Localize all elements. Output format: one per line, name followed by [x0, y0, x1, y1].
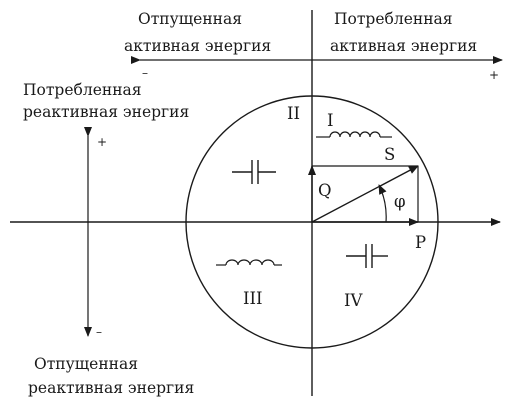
phi-angle-arc: [378, 184, 387, 223]
released-reactive-label-line1: Отпущенная: [34, 355, 138, 373]
p-label: P: [415, 233, 426, 252]
reactive-minus-sign: –: [96, 325, 102, 339]
capacitor-icon-q4: [346, 244, 388, 268]
s-vector: [311, 165, 419, 223]
q-label: Q: [318, 181, 332, 200]
consumed-reactive-label-line1: Потребленная: [23, 81, 142, 99]
quadrant-4-label: IV: [344, 291, 364, 310]
power-circle: [185, 95, 439, 349]
active-plus-sign: +: [489, 68, 499, 82]
quadrant-2-label: II: [287, 104, 300, 123]
consumed-active-label-line2: активная энергия: [330, 37, 477, 55]
capacitor-icon-q2: [232, 160, 276, 184]
quadrant-1-label: I: [327, 111, 334, 130]
released-active-label-line1: Отпущенная: [138, 10, 242, 28]
released-active-label-line2: активная энергия: [124, 37, 271, 55]
s-label: S: [384, 145, 395, 164]
consumed-reactive-label-line2: реактивная энергия: [23, 103, 189, 121]
reactive-plus-sign: +: [97, 135, 107, 149]
inductor-icon-q3: [216, 259, 282, 266]
inductor-icon-q1: [316, 131, 392, 138]
phi-label: φ: [394, 192, 406, 211]
consumed-active-label-line1: Потребленная: [334, 10, 453, 28]
active-minus-sign: –: [142, 66, 148, 80]
released-reactive-label-line2: реактивная энергия: [28, 379, 194, 397]
quadrant-3-label: III: [243, 289, 263, 308]
